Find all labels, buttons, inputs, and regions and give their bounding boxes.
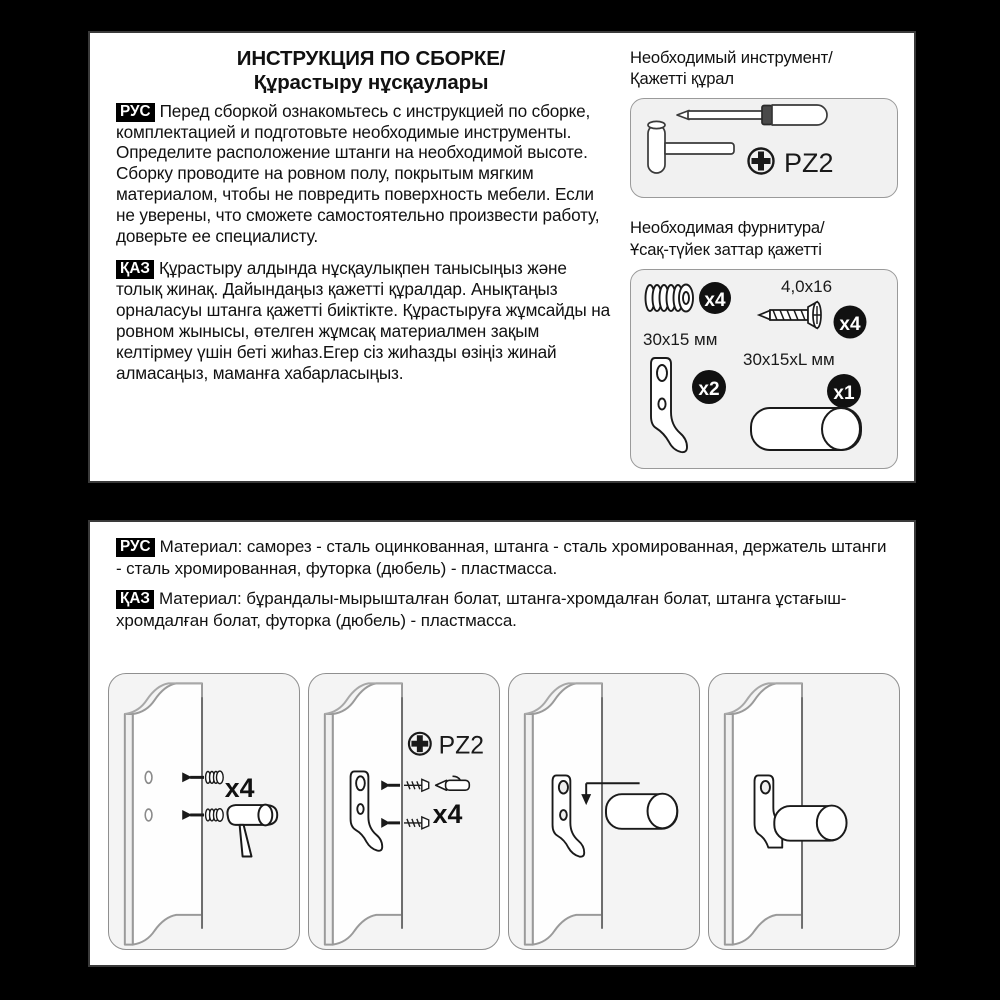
screw-icon [404, 778, 430, 830]
arrow-down-icon [585, 782, 640, 797]
step-4-assembled-result [708, 673, 900, 950]
rod-size-label: 30x15xL мм [743, 350, 835, 369]
hammer-icon [226, 803, 279, 858]
hammer-icon [647, 121, 735, 175]
dowel-qty-label: x4 [704, 290, 726, 311]
material-kk-text: Материал: бұрандалы-мырышталған болат, ш… [116, 589, 847, 630]
lang-badge-kk: ҚАЗ [116, 259, 154, 279]
hardware-panel: x4 4,0x16 x4 [630, 268, 898, 469]
step-2-qty-label: x4 [433, 799, 463, 829]
step-1-qty-label: x4 [225, 773, 255, 803]
material-badge-ru: РУС [116, 538, 155, 558]
hole-icon [144, 770, 153, 785]
dowel-icon [204, 770, 224, 822]
bracket-qty-badge: x2 [692, 369, 726, 404]
hardware-heading-kk: Ұсақ-түйек заттар қажетті [630, 239, 822, 259]
tool-label-pz2: PZ2 [784, 148, 834, 178]
page-title-ru: ИНСТРУКЦИЯ ПО СБОРКЕ/ [236, 47, 506, 70]
bracket-icon [551, 774, 586, 858]
rod-qty-label: x1 [833, 383, 855, 404]
plastic-dowel-icon [644, 283, 694, 313]
hardware-illustration: x4 4,0x16 x4 [643, 277, 867, 454]
screw-icon [756, 300, 822, 330]
step-1-insert-dowels: x4 [108, 673, 300, 950]
tools-heading: Необходимый инструмент/ Қажетті құрал [630, 47, 898, 89]
rod-bracket-icon [650, 356, 688, 454]
step-3-illustration [523, 682, 679, 946]
tools-illustration: PZ2 [647, 104, 834, 178]
material-ru-text: Материал: саморез - сталь оцинкованная, … [116, 537, 887, 578]
bracket-qty-label: x2 [698, 379, 719, 400]
hardware-heading: Необходимая фурнитура/ Ұсақ-түйек заттар… [630, 217, 898, 259]
screwdriver-icon [676, 104, 828, 127]
arrow-head-icon [581, 794, 592, 806]
top-panel: ИНСТРУКЦИЯ ПО СБОРКЕ/ Құрастыру нұсқаула… [88, 31, 916, 483]
rod-qty-badge: x1 [827, 373, 861, 408]
tools-heading-kk: Қажетті құрал [630, 69, 734, 89]
step-3-insert-rod [508, 673, 700, 950]
pozidriv-bit-icon [407, 731, 432, 756]
rod-icon [604, 792, 679, 830]
instructions-kk-text: Құрастыру алдында нұсқаулықпен танысыңыз… [116, 257, 611, 383]
pozidriv-bit-icon [747, 147, 775, 176]
dowel-qty-badge: x4 [699, 281, 731, 314]
screw-qty-badge: x4 [833, 305, 867, 339]
arrow-icon [182, 772, 204, 820]
step-2-illustration: PZ2 [323, 682, 484, 946]
lang-badge-ru: РУС [116, 102, 155, 122]
tools-panel: PZ2 [630, 98, 898, 199]
hole-icon [144, 808, 153, 822]
assembly-steps: x4 [108, 673, 900, 950]
tools-heading-ru: Необходимый инструмент/ [630, 48, 833, 67]
bracket-size-label: 30x15 мм [643, 330, 717, 349]
wall-icon [123, 682, 204, 946]
screwdriver-bit-icon [434, 775, 471, 792]
step-1-illustration: x4 [123, 682, 279, 946]
step-2-screw-bracket: PZ2 [308, 673, 500, 950]
page-title-kk: Құрастыру нұсқаулары [253, 70, 489, 94]
materials-column: Необходимый инструмент/ Қажетті құрал [630, 47, 898, 469]
arrow-icon [381, 780, 401, 828]
rod-icon [773, 804, 848, 842]
instructions-ru-text: Перед сборкой ознакомьтесь с инструкцией… [116, 100, 600, 247]
bracket-icon [349, 770, 384, 852]
screw-qty-label: x4 [839, 314, 861, 335]
step-2-tool-label: PZ2 [439, 733, 484, 760]
material-badge-kk: ҚАЗ [116, 590, 154, 610]
hardware-heading-ru: Необходимая фурнитура/ [630, 218, 825, 238]
screw-size-label: 4,0x16 [781, 277, 832, 296]
step-4-illustration [723, 682, 848, 946]
page-title: ИНСТРУКЦИЯ ПО СБОРКЕ/ Құрастыру нұсқаула… [116, 47, 616, 95]
rod-icon [750, 406, 862, 451]
instructions-column: ИНСТРУКЦИЯ ПО СБОРКЕ/ Құрастыру нұсқаула… [116, 47, 616, 383]
